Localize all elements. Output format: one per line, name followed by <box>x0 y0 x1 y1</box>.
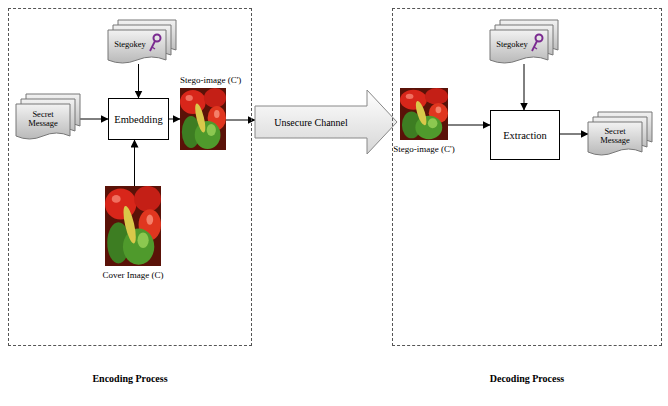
stack-label: Secret Message <box>589 127 641 145</box>
flow-arrow <box>448 125 490 126</box>
image-caption: Cover Image (C) <box>103 270 164 280</box>
image-caption: Stego-image (C') <box>180 75 241 85</box>
channel-arrow: Unsecure Channel <box>255 90 397 154</box>
stego-picture <box>400 88 448 140</box>
process-label: Encoding Process <box>9 373 251 384</box>
text-area: Stegokey <box>491 31 533 57</box>
text-area: Stegokey <box>109 31 151 57</box>
text-area: Embedding <box>109 99 168 139</box>
text-area: Unsecure Channel <box>255 106 367 138</box>
text-area: Secret Message <box>589 123 641 149</box>
text-area: Secret Message <box>17 105 69 133</box>
flow-arrow <box>560 134 588 135</box>
channel-label: Unsecure Channel <box>274 117 348 128</box>
document-stack: Secret Message <box>16 94 80 140</box>
flow-arrow <box>169 119 180 120</box>
process-label: Decoding Process <box>393 373 661 384</box>
image-node: Stego-image (C') <box>180 88 226 150</box>
process-box: Extraction <box>490 110 560 160</box>
flow-arrow <box>80 119 108 120</box>
flow-arrow <box>524 64 525 110</box>
stego-picture <box>180 88 226 150</box>
text-area: Extraction <box>491 111 559 159</box>
cover-picture <box>105 186 161 266</box>
stack-label: Stegokey <box>496 40 528 49</box>
document-stack: Secret Message <box>588 112 652 156</box>
process-region: Decoding ProcessStego-image (C')Stegokey… <box>392 8 662 346</box>
flow-arrow <box>226 120 255 121</box>
process-box: Embedding <box>108 98 169 140</box>
stack-label: Secret Message <box>17 110 69 128</box>
flow-arrow <box>138 64 139 98</box>
image-node: Cover Image (C) <box>105 186 161 266</box>
document-stack: Stegokey <box>108 20 176 64</box>
box-label: Embedding <box>114 114 162 125</box>
process-region: Encoding ProcessStegokeySecret MessageEm… <box>8 8 252 346</box>
flow-arrow <box>134 140 135 186</box>
document-stack: Stegokey <box>490 20 558 64</box>
image-node: Stego-image (C') <box>400 88 448 140</box>
image-caption: Stego-image (C') <box>393 144 454 154</box>
box-label: Extraction <box>503 130 547 141</box>
stack-label: Stegokey <box>114 40 146 49</box>
